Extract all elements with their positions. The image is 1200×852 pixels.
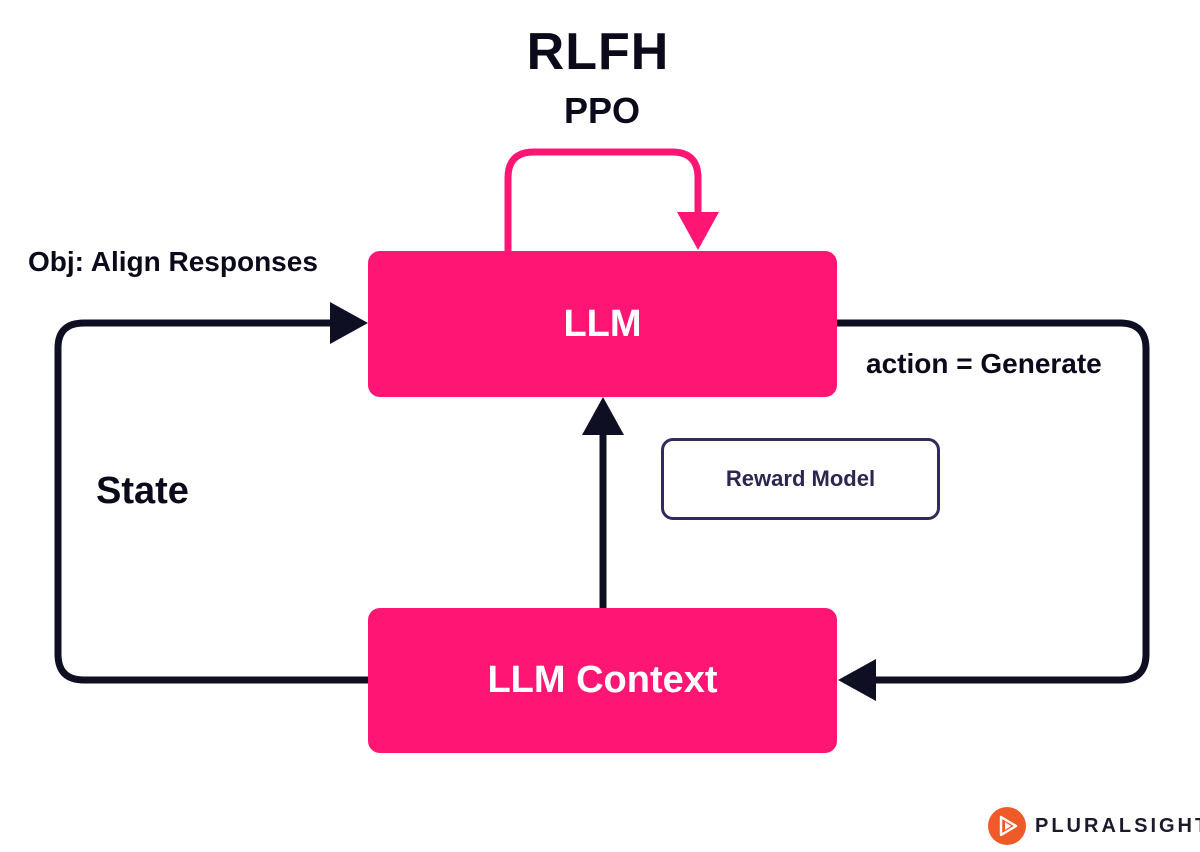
state-label: State [96,470,189,512]
brand-name: PLURALSIGHT [1035,814,1200,837]
ppo-loop-arrowhead [677,212,719,250]
reward-model-label: Reward Model [725,466,876,491]
ppo-loop-arrow [504,148,702,251]
llm-context-node-label: LLM Context [487,659,718,701]
action-loop-arrowhead [838,659,876,701]
diagram-title: RLFH [526,23,670,81]
objective-label: Obj: Align Responses [28,246,318,277]
state-loop-arrow [54,319,368,684]
llm-context-node: LLM Context [368,608,837,753]
action-loop-arrow [837,319,1150,684]
reward-model-box: Reward Model [661,438,940,520]
action-label: action = Generate [866,348,1102,379]
diagram-subtitle: PPO [563,90,641,131]
pluralsight-logo: PLURALSIGHT [988,806,1200,846]
llm-node: LLM [368,251,837,397]
pluralsight-play-icon [988,807,1026,845]
llm-node-label: LLM [563,302,642,345]
context-to-llm-arrowhead [582,397,624,435]
state-loop-arrowhead [330,302,368,344]
